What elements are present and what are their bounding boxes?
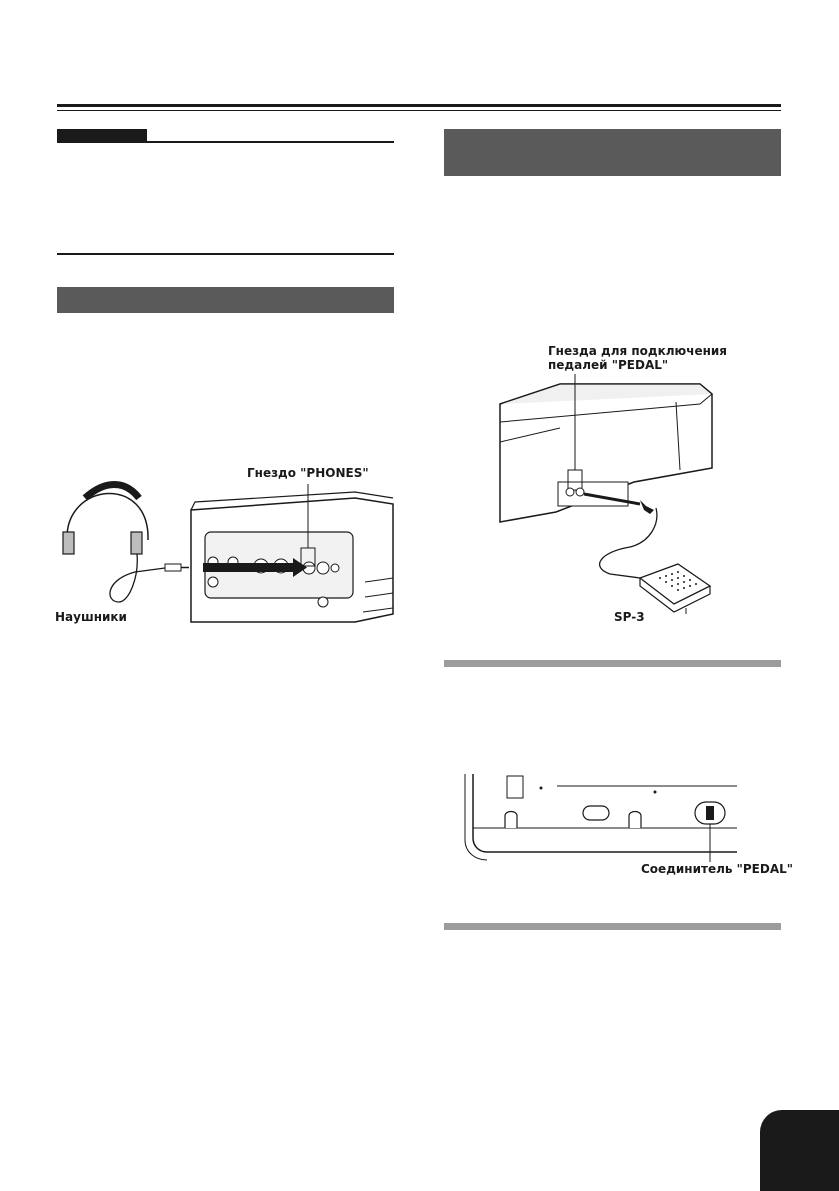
pedal-jacks-figure: Гнезда для подключения педалей "PEDAL" S… [499, 342, 727, 627]
headphones-label: Наушники [55, 610, 127, 624]
pedal-connector-illustration [464, 774, 737, 862]
header-rule-thick [57, 104, 781, 107]
important-box-top-rule [57, 141, 394, 143]
phones-illustration [62, 481, 394, 623]
pedal-section-heading-bar [444, 129, 781, 176]
page-number-tab [760, 1110, 839, 1191]
important-box-bottom-rule [57, 253, 394, 255]
phones-jack-label: Гнездо "PHONES" [247, 466, 369, 480]
header-rule-thin [57, 110, 781, 111]
pedal-connector-label: Соединитель "PEDAL" [641, 862, 794, 876]
pedal-jacks-illustration [499, 374, 713, 614]
phones-section-heading-bar [57, 287, 394, 313]
sp3-label: SP-3 [614, 610, 645, 624]
pedal-connector-figure: Соединитель "PEDAL" [455, 772, 793, 882]
pedal-jacks-label: Гнезда для подключения педалей "PEDAL" [548, 344, 727, 372]
subsection-bar-1 [444, 660, 781, 667]
important-tab [57, 129, 147, 141]
phones-figure: Гнездо "PHONES" Наушники [55, 462, 400, 630]
subsection-bar-2 [444, 923, 781, 930]
